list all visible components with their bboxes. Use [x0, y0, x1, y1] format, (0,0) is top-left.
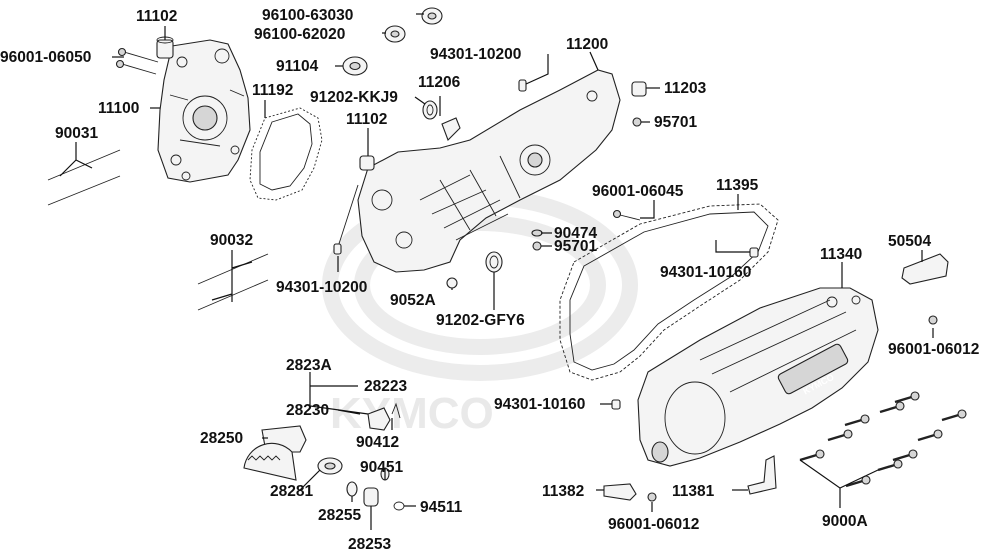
- bolt-96001-06050-drawing: [115, 47, 159, 75]
- leader-lines: [59, 13, 934, 530]
- washer-28255-drawing: [346, 481, 358, 497]
- label-28230: 28230: [286, 402, 329, 419]
- right-crankcase-drawing: [357, 69, 621, 273]
- label-96001-06012-bottom: 96001-06012: [608, 516, 699, 533]
- label-28250: 28250: [200, 430, 243, 447]
- left-crankcase-drawing: [157, 39, 251, 183]
- nut-9052a-drawing: [446, 277, 458, 289]
- gear-28230-drawing: [367, 407, 391, 431]
- pin-11102-top-drawing: [156, 36, 174, 59]
- clip-90412-drawing: [391, 402, 401, 419]
- bush-28253-drawing: [363, 487, 379, 507]
- stud-90031-drawing: [47, 149, 121, 206]
- label-94301-10160-upper: 94301-10160: [660, 264, 751, 281]
- bearing-96100-62020-drawing: [384, 25, 406, 43]
- label-11203: 11203: [664, 80, 707, 97]
- label-94301-10160-lower: 94301-10160: [494, 396, 585, 413]
- pin-11102-middle-drawing: [359, 155, 375, 171]
- stud-90032-drawing: [197, 253, 269, 311]
- label-94511: 94511: [420, 499, 463, 516]
- bushing-11203-drawing: [631, 81, 647, 97]
- label-96100-63030: 96100-63030: [262, 7, 353, 24]
- gasket-11192-drawing: [249, 107, 323, 201]
- bracket-11382-drawing: [603, 483, 637, 501]
- label-11200: 11200: [566, 36, 608, 53]
- label-28253: 28253: [348, 536, 391, 553]
- bracket-11381-drawing: [747, 455, 777, 495]
- label-28223: 28223: [364, 378, 407, 395]
- label-28255: 28255: [318, 507, 361, 524]
- label-90412: 90412: [356, 434, 399, 451]
- bolt-set-9000a-drawing: [799, 391, 967, 508]
- label-11102-middle: 11102: [346, 111, 387, 128]
- plate-11206-drawing: [441, 117, 461, 141]
- label-91104: 91104: [276, 58, 319, 75]
- kick-spindle-28250-drawing: [243, 425, 307, 481]
- label-11381: 11381: [672, 483, 715, 500]
- dowel-94301-10200-bottom-drawing: [333, 184, 359, 255]
- label-11395: 11395: [716, 177, 759, 194]
- transmission-cover-drawing: KYMCO: [637, 287, 879, 467]
- label-2823a: 2823A: [286, 357, 332, 374]
- label-9000a: 9000A: [822, 513, 868, 530]
- bolt-96001-06012-bottom-drawing: [647, 492, 657, 502]
- label-11340: 11340: [820, 246, 862, 263]
- label-11102-top: 11102: [136, 8, 177, 25]
- label-94301-10200-bottom: 94301-10200: [276, 279, 367, 296]
- bolt-96001-06045-drawing: [612, 209, 641, 221]
- label-11382: 11382: [542, 483, 584, 500]
- bolt-96001-06012-right-drawing: [928, 315, 938, 325]
- label-11100: 11100: [98, 100, 139, 117]
- washer-90474-drawing: [531, 229, 543, 237]
- label-94301-10200-top: 94301-10200: [430, 46, 521, 63]
- label-90451: 90451: [360, 459, 403, 476]
- bearing-91104-drawing: [342, 56, 368, 76]
- dowel-94301-10200-top-drawing: [518, 79, 527, 92]
- label-90032: 90032: [210, 232, 253, 249]
- dowel-94301-10160-lower-drawing: [611, 399, 621, 410]
- label-11206: 11206: [418, 74, 461, 91]
- label-96001-06050: 96001-06050: [0, 49, 91, 66]
- clip-94511-drawing: [393, 501, 405, 511]
- bolt-95701-middle-drawing: [532, 241, 542, 251]
- bearing-96100-63030-drawing: [421, 7, 443, 25]
- label-96001-06045: 96001-06045: [592, 183, 684, 200]
- label-50504: 50504: [888, 233, 931, 250]
- seal-91202-gfy6-drawing: [485, 251, 503, 273]
- label-11192: 11192: [252, 82, 293, 99]
- part-labels: 11102 96100-63030 96001-06050 96100-6202…: [0, 7, 979, 553]
- label-90474: 90474: [554, 225, 597, 242]
- label-9052a: 9052A: [390, 292, 436, 309]
- spring-28281-drawing: [317, 457, 343, 475]
- label-95701-top: 95701: [654, 114, 697, 131]
- label-90031: 90031: [55, 125, 98, 142]
- label-91202-gfy6: 91202-GFY6: [436, 312, 525, 329]
- label-96001-06012-right: 96001-06012: [888, 341, 979, 358]
- gasket-11395-drawing: [559, 203, 779, 381]
- label-96100-62020: 96100-62020: [254, 26, 345, 43]
- label-91202-kkj9: 91202-KKJ9: [310, 89, 398, 106]
- bracket-50504-drawing: [901, 253, 949, 285]
- label-95701-middle: 95701: [554, 238, 597, 255]
- seal-91202-kkj9-drawing: [422, 100, 438, 120]
- label-28281: 28281: [270, 483, 313, 500]
- dowel-94301-10160-upper-drawing: [749, 247, 759, 258]
